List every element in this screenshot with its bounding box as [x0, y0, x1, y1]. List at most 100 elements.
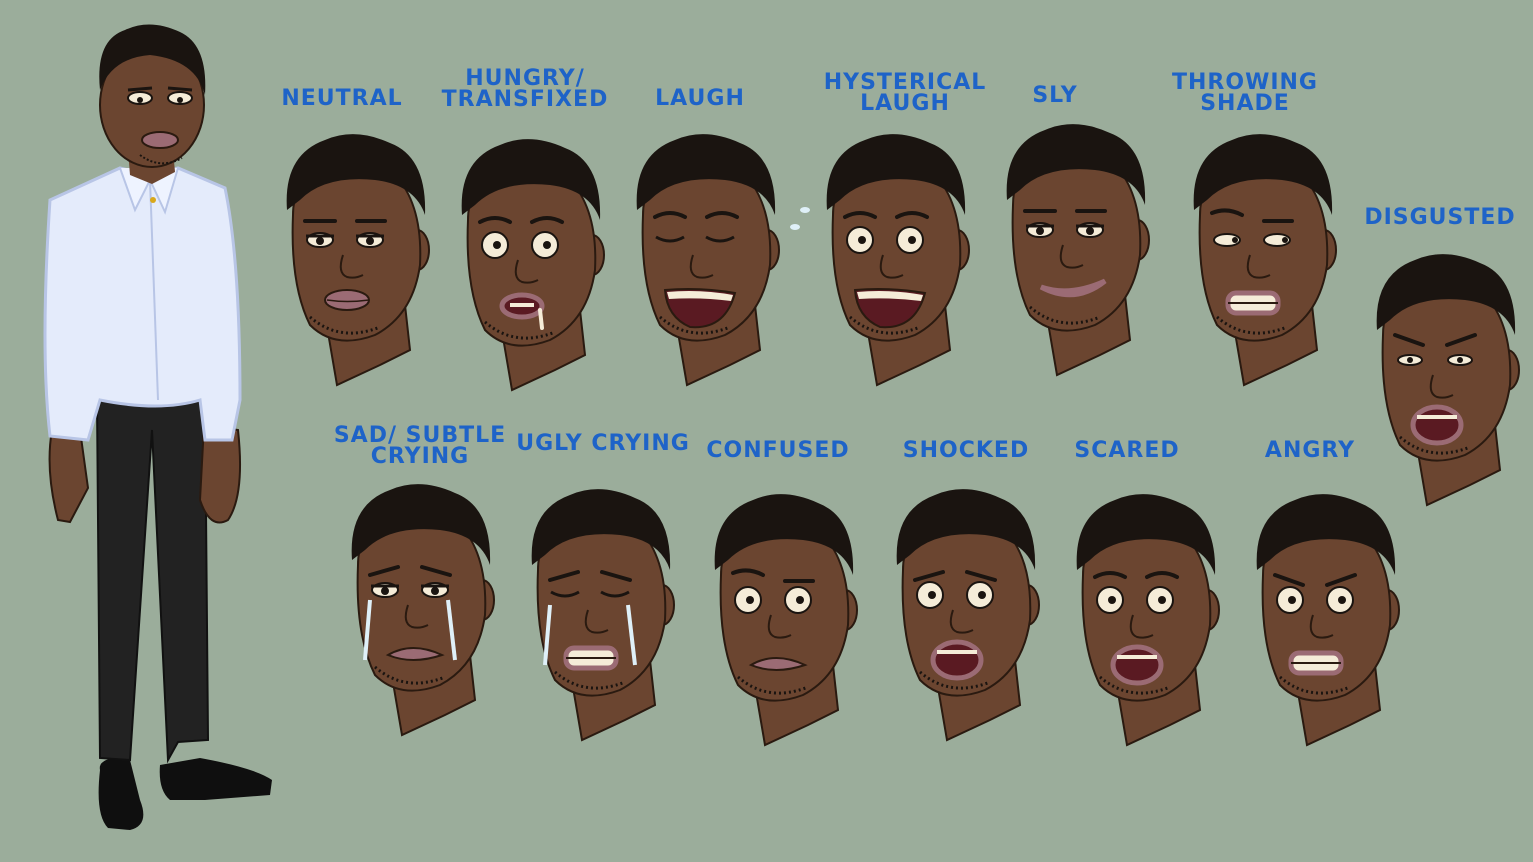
expression-label-line: SCARED	[1074, 438, 1180, 463]
tears	[790, 207, 810, 230]
character-full-body	[43, 24, 272, 830]
expression-label-line: HUNGRY/	[465, 66, 585, 91]
head-sly	[1006, 124, 1150, 377]
stubble	[374, 665, 446, 685]
mouth	[1110, 644, 1164, 686]
nose	[1059, 244, 1084, 269]
hair	[99, 24, 206, 95]
left-eye	[1397, 354, 1423, 366]
stubble	[1279, 675, 1351, 695]
head-scared	[1076, 494, 1220, 747]
right-eye	[356, 232, 384, 248]
right-eye	[600, 590, 630, 598]
mouth	[1225, 290, 1281, 316]
nose	[949, 609, 974, 634]
right-eye	[966, 581, 994, 609]
right-eye	[896, 226, 924, 254]
hair	[826, 134, 966, 215]
eyebrows	[478, 216, 564, 224]
hair	[636, 134, 776, 215]
lips	[141, 131, 179, 149]
left-eye	[1276, 586, 1304, 614]
stubble	[1399, 435, 1471, 455]
left-eye	[371, 582, 399, 598]
mouth	[663, 288, 737, 329]
expression-label-neutral: NEUTRAL	[281, 88, 402, 110]
stubble	[484, 320, 556, 340]
nose	[1429, 374, 1454, 399]
hair	[1076, 494, 1216, 575]
hair	[1006, 124, 1146, 205]
necklace-pendant	[150, 197, 156, 203]
expression-label-line: THROWING	[1172, 70, 1318, 95]
head-neutral	[286, 134, 430, 387]
expression-label-hungry: HUNGRY/TRANSFIXED	[441, 66, 609, 112]
expression-label-line: SHOCKED	[902, 438, 1030, 463]
eyebrows	[1273, 573, 1357, 587]
right-eye	[1326, 586, 1354, 614]
hair	[461, 139, 601, 220]
expression-label-disgusted: DISGUSTED	[1364, 205, 1516, 230]
stubble	[1099, 675, 1171, 695]
eyebrows	[731, 568, 815, 583]
expression-label-line: LAUGH	[655, 86, 745, 111]
stubble	[849, 315, 921, 335]
eyebrows	[843, 211, 929, 219]
eyebrows	[653, 211, 739, 219]
right-eye	[1076, 222, 1104, 238]
expression-label-shocked: SHOCKED	[902, 438, 1030, 463]
eyebrows	[368, 565, 452, 577]
mouth	[853, 288, 927, 329]
mouth	[930, 639, 984, 681]
stubble	[737, 675, 809, 695]
right-eye	[531, 231, 559, 259]
hair	[1256, 494, 1396, 575]
shirt-placket	[149, 179, 159, 401]
nose	[404, 604, 429, 629]
left-eye	[734, 586, 762, 614]
nose	[689, 254, 714, 279]
eyebrows	[1093, 571, 1179, 579]
hair	[714, 494, 854, 575]
stubble	[554, 670, 626, 690]
stubble	[1216, 315, 1288, 335]
nose	[1309, 614, 1334, 639]
head-confused	[714, 494, 858, 747]
left-shoe	[98, 758, 144, 830]
expression-label-line: TRANSFIXED	[441, 87, 609, 112]
mouth	[1410, 404, 1464, 446]
mouth	[324, 289, 370, 311]
nose	[1129, 614, 1154, 639]
stubble	[309, 315, 381, 335]
expression-label-angry: ANGRY	[1264, 438, 1356, 463]
expression-label-scared: SCARED	[1074, 438, 1180, 463]
left-eye	[550, 590, 580, 598]
stubble	[1029, 305, 1101, 325]
nose	[514, 259, 539, 284]
head-hungry	[461, 139, 605, 392]
head-disgusted	[1376, 254, 1520, 507]
mouth	[499, 292, 545, 330]
expression-label-line: SHADE	[1200, 91, 1290, 116]
left-eye	[1213, 233, 1241, 247]
left-eye	[1026, 222, 1054, 238]
expression-label-line: SAD/ SUBTLE	[333, 423, 507, 448]
head-hysterical	[790, 134, 970, 387]
pants	[95, 396, 210, 764]
expression-label-line: LAUGH	[860, 91, 950, 116]
mouth	[563, 645, 619, 671]
expression-label-line: UGLY CRYING	[516, 431, 690, 456]
right-hand	[198, 423, 242, 524]
tears	[543, 604, 637, 666]
hair	[531, 489, 671, 570]
head-shocked	[896, 489, 1040, 742]
hair	[1376, 254, 1516, 335]
expression-label-line: DISGUSTED	[1364, 205, 1516, 230]
right-eye	[1447, 354, 1473, 366]
right-shoe	[159, 758, 272, 800]
expression-label-line: ANGRY	[1264, 438, 1356, 463]
eyebrows	[548, 570, 632, 582]
left-eye	[1096, 586, 1124, 614]
